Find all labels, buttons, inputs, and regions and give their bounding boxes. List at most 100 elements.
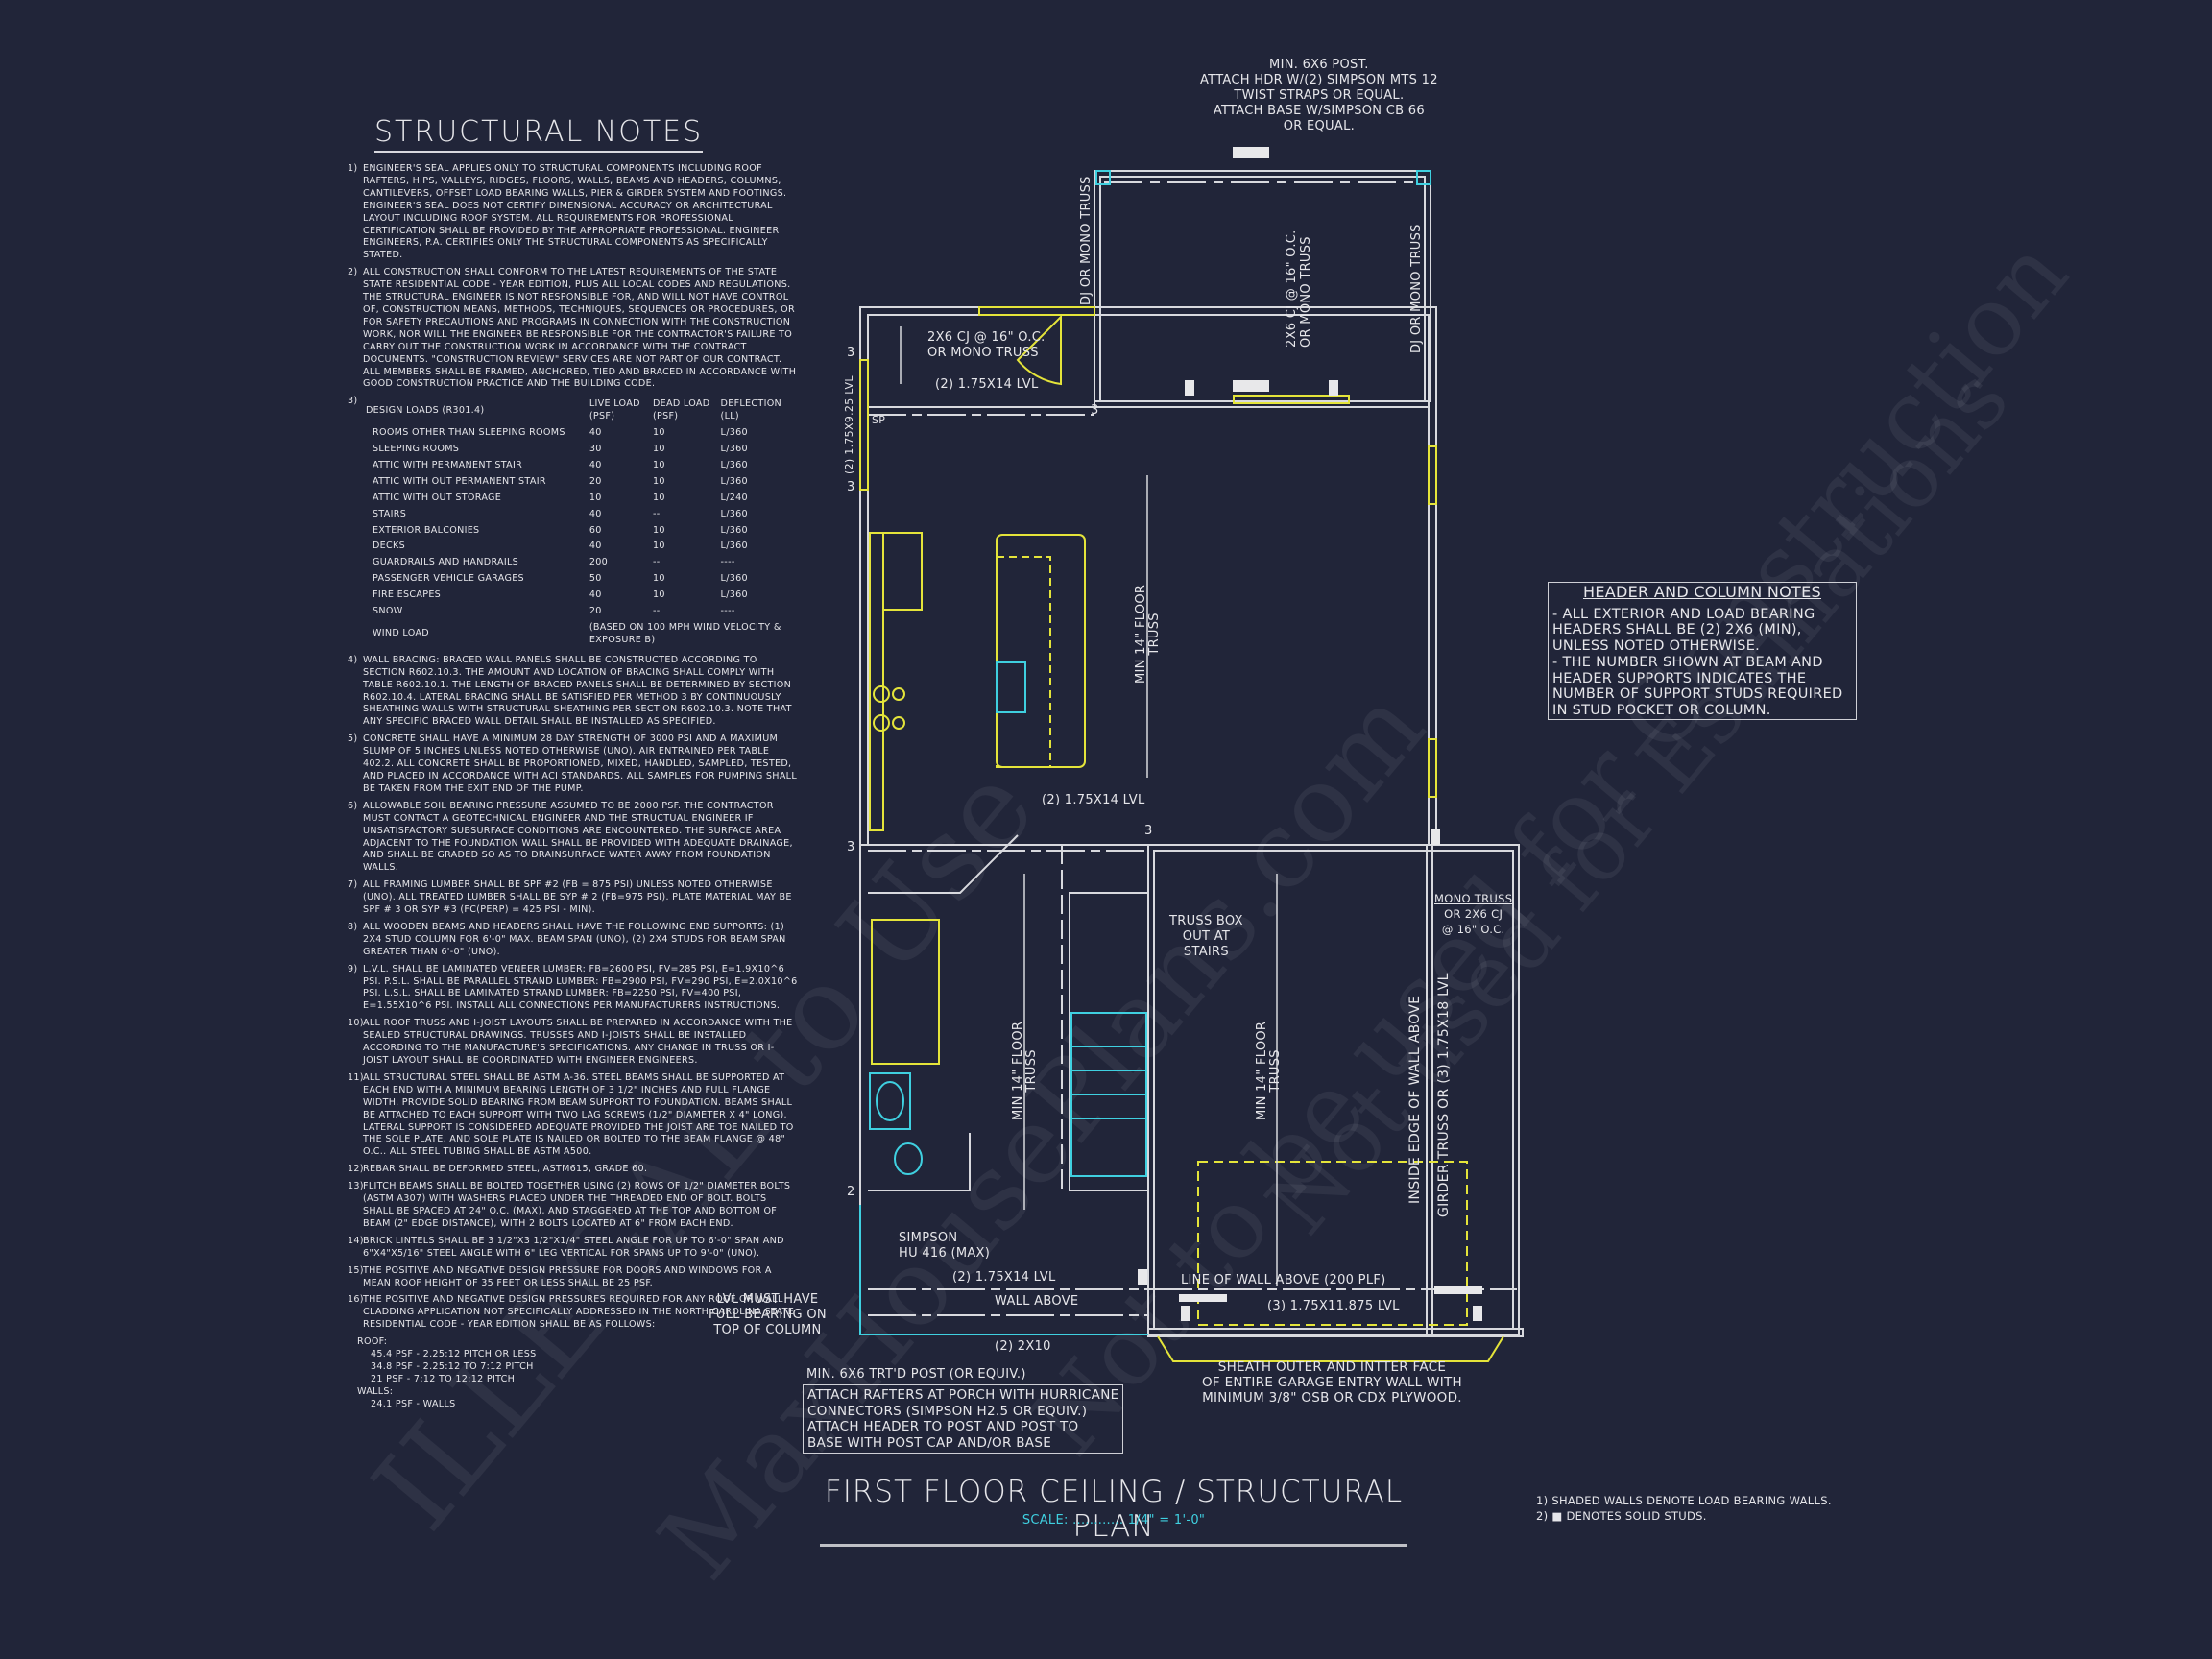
design-load-name: FIRE ESCAPES [373,589,442,601]
col-dead-load: DEAD LOAD (PSF) [652,398,710,422]
label-inside-edge: INSIDE EDGE OF WALL ABOVE [1407,995,1423,1204]
label-lvl-left: (2) 1.75x9.25 LVL [843,375,855,474]
note-text: ENGINEER'S SEAL APPLIES ONLY TO STRUCTUR… [363,163,787,261]
design-load-name: ROOMS OTHER THAN SLEEPING ROOMS [373,427,565,439]
design-load-defl: ---- [720,606,735,617]
design-load-name: DECKS [373,541,406,552]
design-load-row: ROOMS OTHER THAN SLEEPING ROOMS 40 10 L/360 [365,426,797,441]
note-15: 15)THE POSITIVE AND NEGATIVE DESIGN PRES… [348,1265,799,1290]
design-load-name: GUARDRAILS AND HANDRAILS [373,557,519,568]
legend-item: 1) SHADED WALLS DENOTE LOAD BEARING WALL… [1536,1494,1832,1507]
stud-count: 2 [847,1185,855,1199]
note-number: 12) [348,1164,364,1175]
note-number: 9) [348,963,358,974]
design-load-dead: 10 [652,492,665,503]
note-text: ALL STRUCTURAL STEEL SHALL BE ASTM A-36.… [363,1071,794,1158]
window [1233,395,1350,404]
design-load-dead: -- [652,557,661,568]
note-11: 11)ALL STRUCTURAL STEEL SHALL BE ASTM A-… [348,1072,799,1159]
garage-apron [1157,1335,1504,1362]
porch-outline [1094,170,1431,402]
design-load-live: 10 [589,492,602,503]
legend-item: 2) ■ DENOTES SOLID STUDS. [1536,1509,1707,1523]
design-load-defl: L/360 [720,459,748,470]
design-load-defl: L/360 [720,444,748,455]
note-text: ALL FRAMING LUMBER SHALL BE SPF #2 (Fb =… [363,879,792,916]
design-load-live: 20 [589,606,602,617]
design-load-name: ATTIC WITH PERMANENT STAIR [373,459,523,470]
plan-legend: 1) SHADED WALLS DENOTE LOAD BEARING WALL… [1536,1493,1832,1524]
design-load-live: 20 [589,475,602,487]
label-lvl-mid: (2) 1.75x14 LVL [1042,793,1145,807]
note-5: 5)CONCRETE SHALL HAVE A MINIMUM 28 DAY S… [348,733,799,796]
design-load-live: 60 [589,524,602,536]
label-two-2x10: (2) 2x10 [995,1339,1051,1354]
walls-item: 24.1 PSF - WALLS [371,1398,456,1409]
design-load-defl: L/360 [720,524,748,536]
design-load-live: 40 [589,541,602,552]
label-cj-porch: 2x6 CJ @ 16" O.C.OR MONO TRUSS [1285,229,1313,348]
design-load-live: 200 [589,557,609,568]
note-text: ALL CONSTRUCTION SHALL CONFORM TO THE LA… [363,267,797,390]
col-deflection: DEFLECTION (LL) [720,398,782,422]
label-lvl-garage: (3) 1.75x11.875 LVL [1267,1299,1400,1313]
note-number: 4) [348,654,358,665]
design-load-live: 40 [589,427,602,439]
design-loads-table: DESIGN LOADS (R301.4) LIVE LOAD (PSF) DE… [363,396,799,650]
window [978,306,1095,316]
design-load-name: STAIRS [373,508,407,519]
callout-post-top: MIN. 6x6 POST.ATTACH HDR w/(2) SIMPSON M… [1200,58,1438,133]
note-number: 16) [348,1294,364,1306]
note-2: 2) ALL CONSTRUCTION SHALL CONFORM TO THE … [348,267,799,391]
note-number: 3) [348,396,358,407]
design-load-dead: 10 [652,524,665,536]
note-number: 13) [348,1181,364,1192]
note-13: 13)FLITCH BEAMS SHALL BE BOLTED TOGETHER… [348,1181,799,1231]
design-load-defl: L/360 [720,427,748,439]
label-girder: GIRDER TRUSS OR (3) 1.75x18 LVL [1436,973,1452,1217]
note-9: 9)L.V.L. SHALL BE LAMINATED VENEER LUMBE… [348,964,799,1014]
note-number: 6) [348,800,358,811]
design-load-live: 40 [589,459,602,470]
design-load-name: SNOW [373,606,403,617]
stud-count: 3 [1144,824,1153,838]
plan-title: FIRST FLOOR CEILING / STRUCTURAL PLAN [820,1475,1407,1547]
design-load-name: EXTERIOR BALCONIES [373,524,480,536]
stud-count: 3 [1091,403,1099,418]
design-load-dead: 10 [652,444,665,455]
design-load-name: SLEEPING ROOMS [373,444,460,455]
window [1428,738,1437,798]
design-load-live: 30 [589,444,602,455]
stud-count: 3 [847,840,855,854]
design-load-defl: ---- [720,557,735,568]
note-number: 7) [348,879,358,891]
note-number: 14) [348,1235,364,1246]
design-load-defl: L/360 [720,589,748,601]
label-lvl-top: (2) 1.75x14 LVL [935,377,1039,392]
note-number: 2) [348,267,358,278]
note-number: 8) [348,921,358,932]
roof-item: 34.8 PSF - 2.25:12 TO 7:12 PITCH [371,1360,534,1372]
design-loads-header: DESIGN LOADS (R301.4) LIVE LOAD (PSF) DE… [365,397,797,424]
design-load-dead: 10 [652,427,665,439]
note-10: 10)ALL ROOF TRUSS AND I-JOIST LAYOUTS SH… [348,1018,799,1068]
kitchen-sink [996,661,1026,713]
note-6: 6)ALLOWABLE SOIL BEARING PRESSURE ASSUME… [348,801,799,875]
wind-load-row: WIND LOAD (BASED ON 100 MPH WIND VELOCIT… [365,621,797,648]
note-text: REBAR SHALL BE DEFORMED STEEL, ASTM615, … [363,1164,648,1175]
wind-load-value: (BASED ON 100 MPH WIND VELOCITY & EXPOSU… [589,622,781,645]
